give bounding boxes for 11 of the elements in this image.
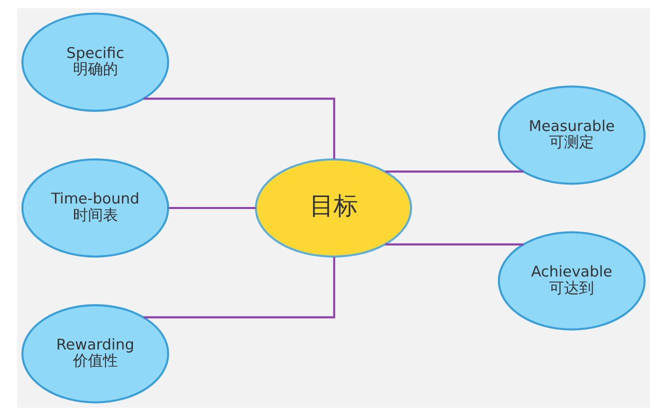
node-ellipse: Time-bound 时间表: [20, 158, 169, 258]
node-ellipse: 目标: [254, 158, 412, 258]
connector: [384, 243, 523, 246]
node-ellipse: Specific 明确的: [20, 12, 169, 112]
connector: [168, 206, 256, 210]
connector: [143, 256, 335, 318]
node-ellipse: Achievable 可达到: [497, 231, 646, 330]
node-ellipse: Measurable 可测定: [497, 86, 646, 185]
node-ellipse: Rewarding 价值性: [20, 304, 169, 404]
connector: [384, 170, 523, 173]
connector: [143, 98, 335, 160]
